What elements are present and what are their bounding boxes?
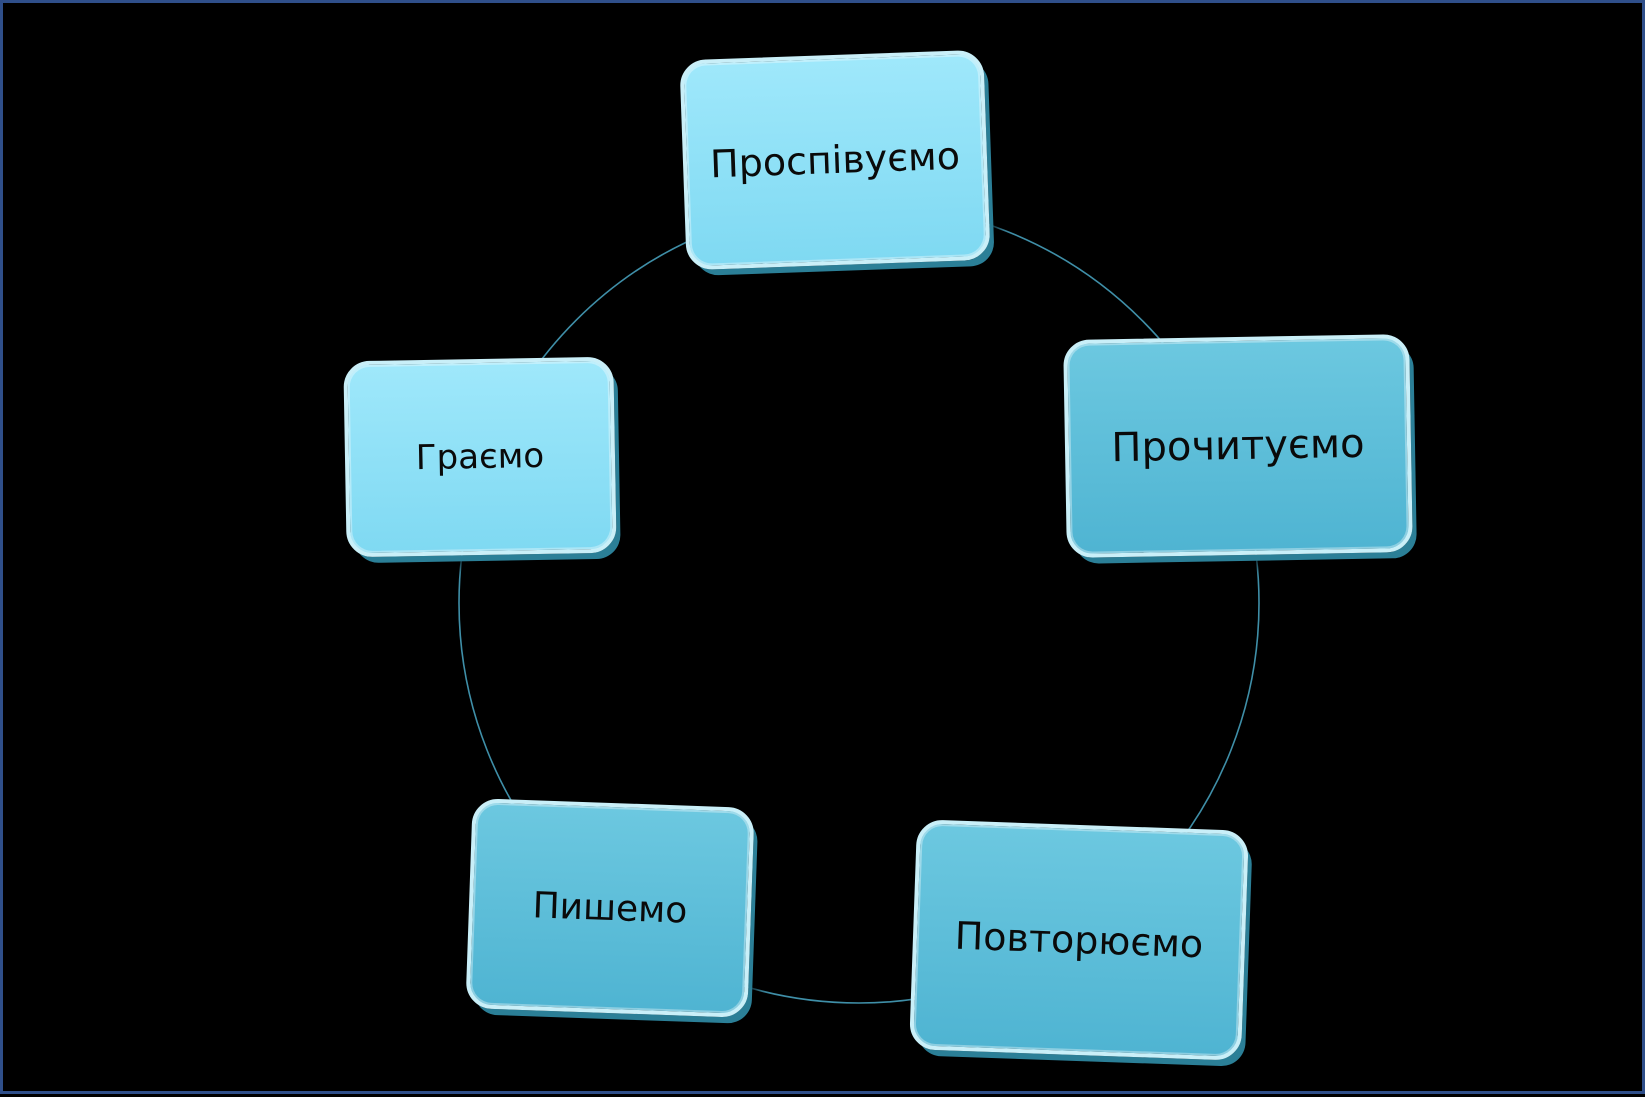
cycle-node-label: Повторюємо	[954, 913, 1204, 967]
cycle-node-label: Прочитуємо	[1111, 420, 1365, 472]
cycle-node-prospivuiemo: Проспівуємо	[679, 49, 991, 271]
cycle-node-label: Пишемо	[531, 884, 689, 932]
cycle-node-prochytuiemo: Прочитуємо	[1063, 333, 1413, 559]
cycle-node-label: Проспівуємо	[709, 133, 961, 187]
cycle-node-povtoriuiemo: Повторюємо	[909, 819, 1249, 1061]
cycle-node-label: Граємо	[415, 435, 545, 479]
cycle-node-hraiemo: Граємо	[343, 356, 617, 558]
cycle-node-pyshemo: Пишемо	[465, 798, 755, 1018]
